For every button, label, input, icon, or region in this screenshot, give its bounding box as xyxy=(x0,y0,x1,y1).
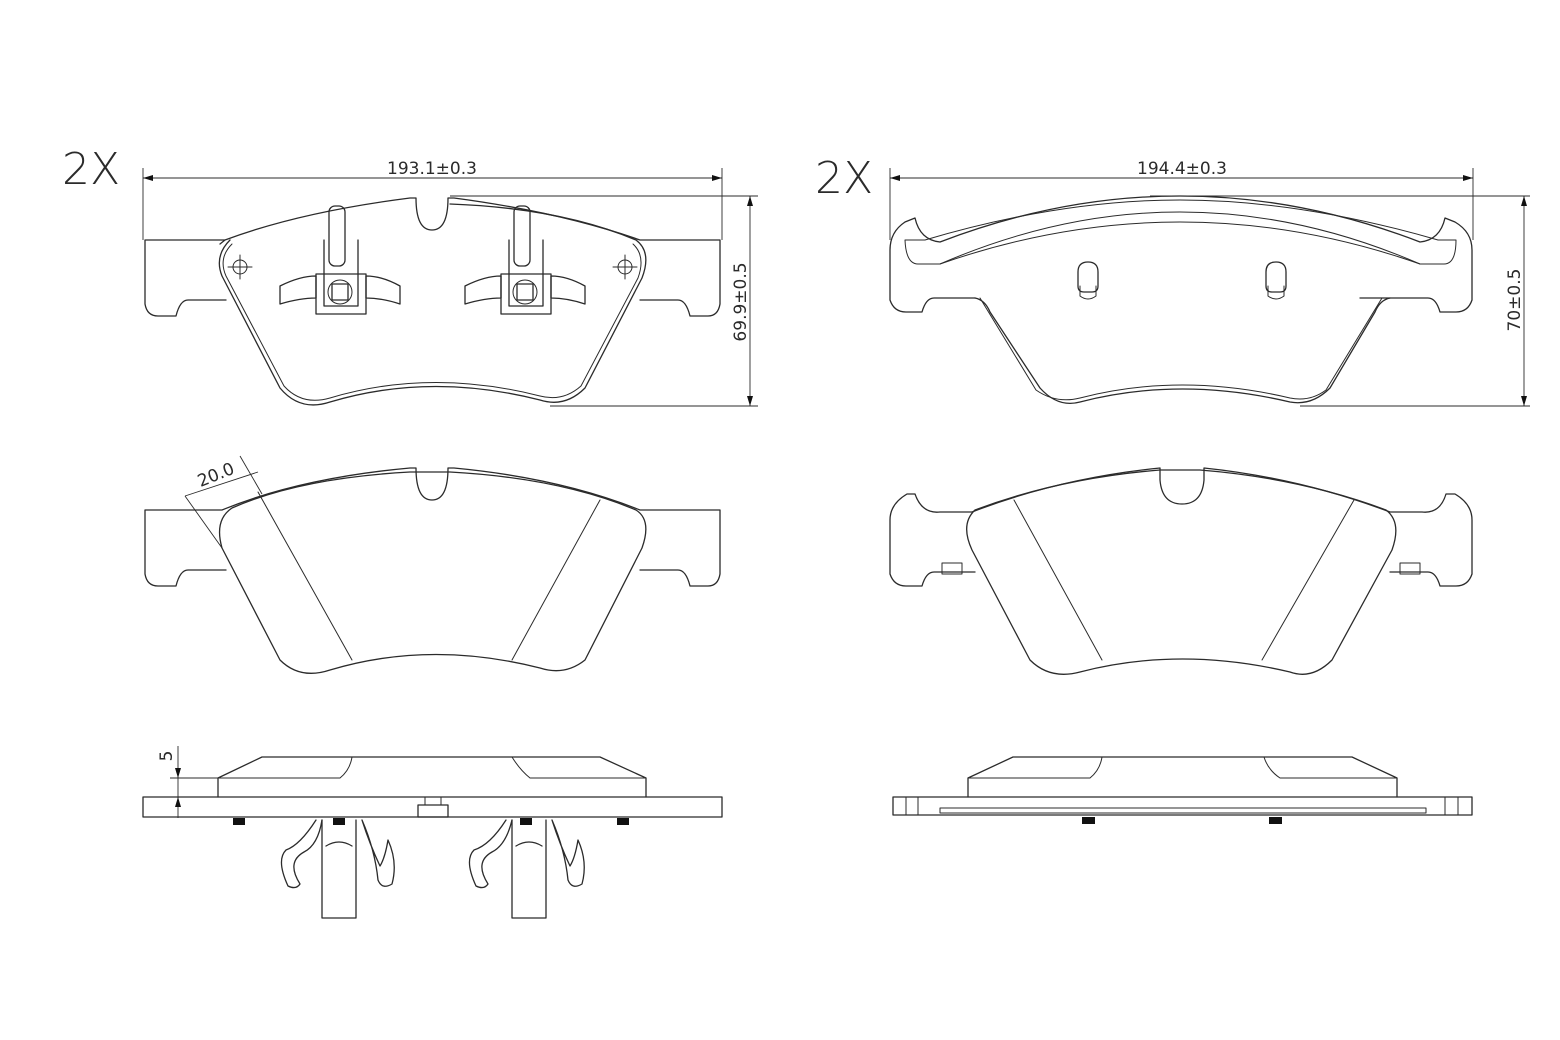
left-clip-1 xyxy=(279,205,401,315)
right-guide-pin-1 xyxy=(1077,261,1099,300)
left-clip-2 xyxy=(464,205,586,315)
left-mount-hole-left xyxy=(227,254,253,280)
left-width-dimension-label: 193.1±0.3 xyxy=(387,159,477,179)
right-pad-side-view xyxy=(892,756,1473,824)
right-width-dimension: 194.4±0.3 xyxy=(889,159,1474,240)
right-guide-pin-2 xyxy=(1265,261,1287,300)
left-pad-friction-surface xyxy=(218,471,647,674)
left-quantity-label: 2X xyxy=(62,144,120,195)
right-height-dimension: 70±0.5 xyxy=(1150,195,1530,407)
right-backing-plate-outline xyxy=(889,195,1473,313)
left-pad-group: 2X 193.1±0.3 69.9±0.5 xyxy=(62,144,758,919)
left-chamfer-dimension-label: 20.0 xyxy=(195,459,238,492)
left-thickness-dimension-label: 5 xyxy=(157,751,177,762)
left-pad-side-view xyxy=(142,756,723,919)
right-pad-group: 2X 194.4±0.3 70±0.5 xyxy=(815,153,1530,824)
left-height-dimension-label: 69.9±0.5 xyxy=(731,262,751,341)
right-friction-outline xyxy=(974,297,1391,405)
left-width-dimension: 193.1±0.3 xyxy=(142,159,723,240)
left-mount-hole-right xyxy=(612,254,638,280)
left-pad-friction-view-plate xyxy=(144,467,721,587)
left-height-dimension: 69.9±0.5 xyxy=(450,195,758,407)
right-height-dimension-label: 70±0.5 xyxy=(1505,269,1525,332)
left-backing-plate-outline xyxy=(144,197,721,317)
left-friction-outline xyxy=(218,203,647,406)
right-wear-indicator-right xyxy=(1399,562,1421,575)
right-pad-friction-view-plate xyxy=(889,467,1473,587)
left-thickness-dimension: 5 xyxy=(157,746,218,818)
right-width-dimension-label: 194.4±0.3 xyxy=(1137,159,1227,179)
right-quantity-label: 2X xyxy=(815,153,873,204)
left-chamfer-dimension: 20.0 xyxy=(184,455,263,549)
right-wear-indicator-left xyxy=(941,562,963,575)
right-pad-friction-surface xyxy=(966,469,1397,675)
